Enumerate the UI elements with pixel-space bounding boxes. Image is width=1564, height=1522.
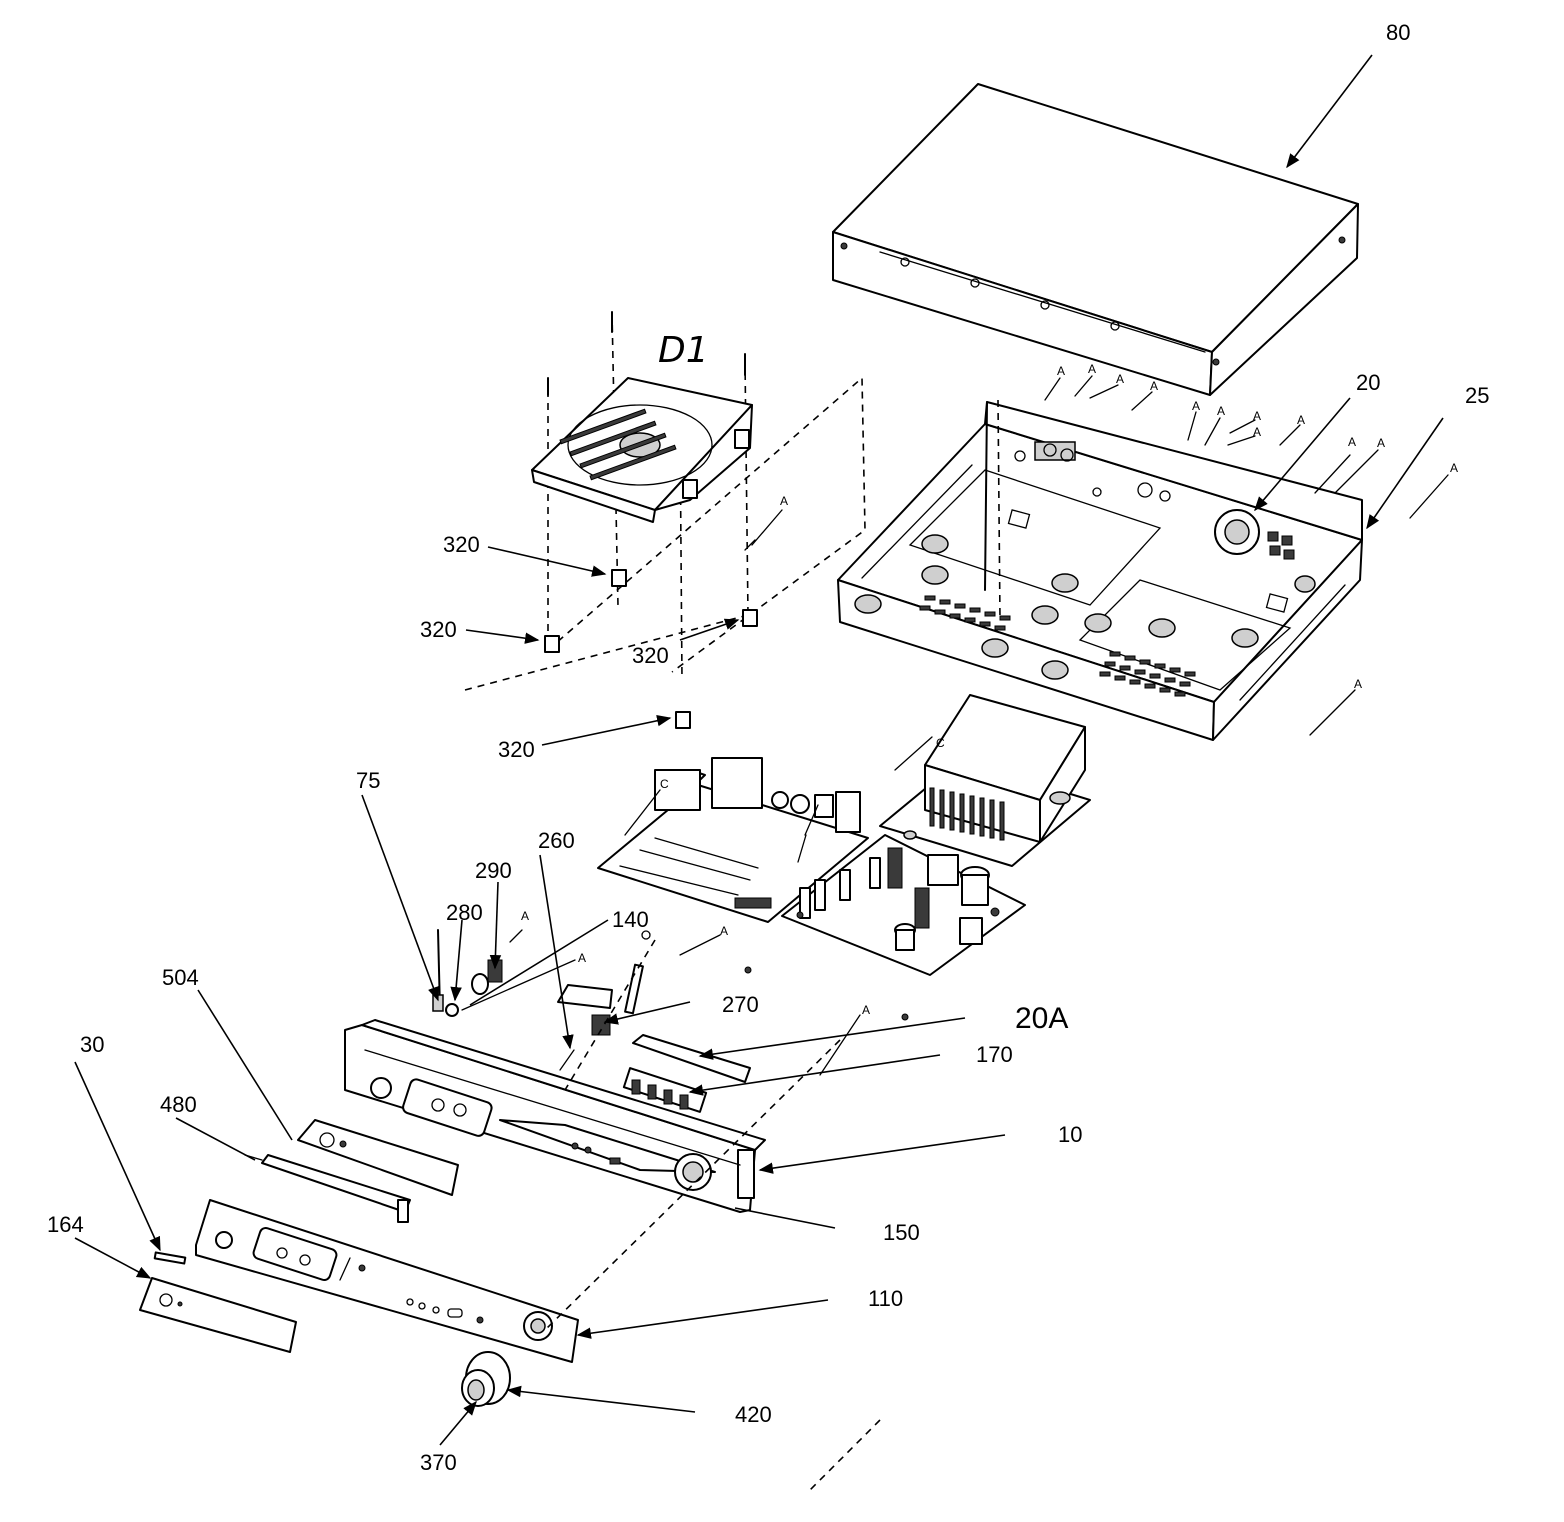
label-170: 170 <box>976 1042 1013 1067</box>
label-150-leader <box>734 1207 836 1229</box>
label-504: 504 <box>162 965 199 990</box>
amplifier-board <box>781 834 1026 976</box>
knob-leaders <box>439 1385 696 1446</box>
screw-c-mark: C <box>936 736 945 750</box>
screw-a-mark: A <box>780 494 788 508</box>
label-30: 30 <box>80 1032 104 1057</box>
screw-c-mark: C <box>660 777 669 791</box>
label-320-b: 320 <box>420 617 457 642</box>
chassis <box>837 401 1363 741</box>
screw-a-mark: A <box>862 1003 870 1017</box>
label-80-leader <box>1286 54 1373 169</box>
label-280: 280 <box>446 900 483 925</box>
front-panel <box>195 1199 579 1363</box>
label-370: 370 <box>420 1450 457 1475</box>
screw-a-mark: A <box>1348 435 1356 449</box>
bar-plate-leaders <box>74 1061 161 1279</box>
label-20a: 20A <box>1015 1002 1068 1035</box>
power-supply: C <box>879 694 1091 867</box>
axis-guides <box>544 939 881 1491</box>
label-420: 420 <box>735 1402 772 1427</box>
screw-a-mark: A <box>521 909 529 923</box>
screw-a-mark: A <box>1057 364 1065 378</box>
plate-164 <box>139 1277 297 1353</box>
label-320-d: 320 <box>498 737 535 762</box>
window-504 <box>297 1119 459 1196</box>
window-lens-leaders <box>175 989 293 1161</box>
label-320-leaders <box>465 546 740 746</box>
screw-a-mark: A <box>1377 436 1385 450</box>
label-260: 260 <box>538 828 575 853</box>
label-270: 270 <box>722 992 759 1017</box>
screw-a-mark: A <box>1253 425 1261 439</box>
knob <box>461 1351 511 1407</box>
screw-a-mark: A <box>1116 372 1124 386</box>
screw-a-mark: A <box>1088 362 1096 376</box>
bar-30 <box>153 1251 187 1265</box>
label-25: 25 <box>1465 383 1489 408</box>
label-10: 10 <box>1058 1122 1082 1147</box>
label-150: 150 <box>883 1220 920 1245</box>
label-320-c: 320 <box>632 643 669 668</box>
screw-a-mark: A <box>720 924 728 938</box>
label-80: 80 <box>1386 20 1410 45</box>
screw-a-mark: A <box>1150 379 1158 393</box>
label-20: 20 <box>1356 370 1380 395</box>
top-cover <box>832 83 1359 396</box>
label-110-leader <box>576 1299 829 1339</box>
label-290: 290 <box>475 858 512 883</box>
label-480: 480 <box>160 1092 197 1117</box>
label-110: 110 <box>868 1286 903 1311</box>
label-10-leader <box>758 1134 1006 1174</box>
label-164: 164 <box>47 1212 84 1237</box>
label-20-leader <box>1254 397 1351 512</box>
label-25-leader <box>1366 417 1444 530</box>
front-frame <box>344 1019 766 1213</box>
label-75: 75 <box>356 768 380 793</box>
screw-a-mark: A <box>578 951 586 965</box>
screw-a-mark: A <box>1354 677 1362 691</box>
screw-a-mark: A <box>1192 399 1200 413</box>
small-part-leaders <box>361 794 966 1096</box>
screw-a-mark: A <box>1450 461 1458 475</box>
lens-480 <box>244 1154 411 1223</box>
drive-assembly <box>531 311 753 523</box>
label-320-a: 320 <box>443 532 480 557</box>
chassis-screws: A A A A A A A A A A A A A <box>1044 362 1458 736</box>
screw-a-mark: A <box>1297 413 1305 427</box>
screw-a-mark: A <box>1217 404 1225 418</box>
label-140: 140 <box>612 907 649 932</box>
rubber-feet: A <box>544 494 788 729</box>
label-d1: D1 <box>658 330 709 371</box>
screw-a-mark: A <box>1253 409 1261 423</box>
